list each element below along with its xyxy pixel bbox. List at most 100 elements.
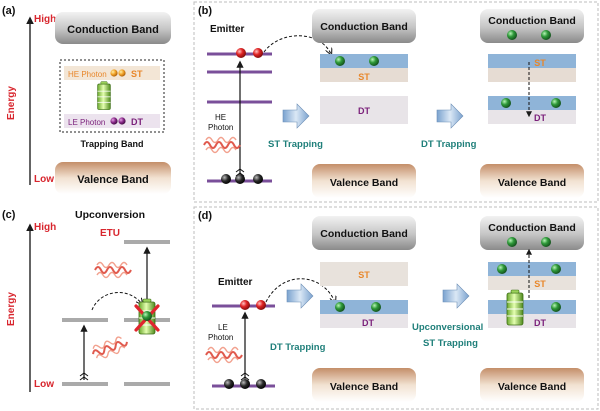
st-trap-b-mid [320, 54, 408, 68]
st-label-a: ST [131, 69, 143, 79]
st-band-d-mid [320, 262, 408, 286]
valence-label-b-right: Valence Band [498, 177, 566, 189]
panel-b: (b) Emitter HE Photon Conduction Band ST… [198, 5, 584, 198]
le-photon-line2-d: Photon [208, 333, 233, 342]
dt-trapping-label-b: DT Trapping [421, 139, 477, 150]
st-label-d-mid: ST [358, 270, 370, 280]
he-photon-line2-b: Photon [208, 123, 233, 132]
dt-electron-d1 [551, 302, 561, 312]
panel-d-frame [193, 206, 599, 410]
valence-band-d-right [480, 368, 584, 402]
ground-electron-d2 [240, 379, 250, 389]
conduction-label-b-right: Conduction Band [488, 15, 576, 27]
dt-trapping-arrow-icon-d [286, 283, 314, 309]
trapped-electron-d2 [371, 302, 381, 312]
dt-trap-d-mid [320, 300, 408, 314]
le-photon-line1-d: LE [218, 323, 228, 332]
ground-electron-d1 [224, 379, 234, 389]
axis-energy-a: Energy [6, 86, 17, 120]
panel-b-label: (b) [198, 5, 212, 17]
he-photon-line1-b: HE [215, 113, 226, 122]
panel-d-label: (d) [198, 210, 212, 222]
dt-band-b-mid [320, 96, 408, 124]
st-electron-d2 [551, 264, 561, 274]
photon-wave-icon-c-bottom [89, 333, 131, 363]
conduction-band-d-mid [312, 216, 416, 250]
etu-transfer-arrow [91, 292, 142, 311]
dt-electron-b1 [501, 98, 511, 108]
valence-band-b-mid [312, 164, 416, 198]
conduction-label-d-mid: Conduction Band [320, 228, 408, 240]
upconv-electron-c [142, 311, 152, 321]
st-dot-1 [110, 69, 118, 77]
valence-label-b-mid: Valence Band [330, 177, 398, 189]
panel-c: (c) High Low Energy Upconversion ETU [2, 209, 170, 392]
trapped-electron-b2 [369, 56, 379, 66]
upconversion-title: Upconversion [75, 209, 145, 221]
st-trap-b-right [488, 54, 576, 68]
dt-dot-1 [110, 117, 118, 125]
absorption-zigzag-c [79, 372, 89, 381]
excited-electron-b2 [253, 48, 263, 58]
ground-electron-b2 [235, 174, 245, 184]
dt-label-a: DT [131, 117, 143, 127]
trapping-band-box [59, 59, 165, 133]
st-trapping-label-b: ST Trapping [268, 139, 323, 150]
axis-low-c: Low [34, 379, 54, 390]
battery-icon-a [97, 81, 111, 111]
panel-b-frame [193, 1, 599, 203]
dt-dot-2 [118, 117, 126, 125]
excited-electron-d1 [240, 300, 250, 310]
ground-electron-b1 [221, 174, 231, 184]
conduction-band-b-mid [312, 9, 416, 43]
he-photon-label-a: HE Photon [68, 70, 107, 79]
dt-trapping-label-d: DT Trapping [270, 342, 326, 353]
valence-band-d-mid [312, 368, 416, 402]
excited-electron-b1 [236, 48, 246, 58]
conduction-label-a: Conduction Band [67, 24, 159, 36]
excitation-zigzag-b [235, 168, 245, 177]
trapped-electron-d1 [335, 302, 345, 312]
emitter-label-d: Emitter [218, 277, 253, 288]
ground-electron-d3 [256, 379, 266, 389]
valence-label-d-mid: Valence Band [330, 381, 398, 393]
valence-band-a [55, 162, 171, 194]
excitation-zigzag-d [240, 372, 250, 381]
upconv-label-line2: ST Trapping [423, 338, 478, 349]
dt-band-d-right [488, 314, 576, 328]
st-label-d-right: ST [534, 279, 546, 289]
axis-low-a: Low [34, 174, 54, 185]
valence-label-d-right: Valence Band [498, 381, 566, 393]
transfer-arrow-b [263, 35, 331, 54]
st-band-d-right [488, 276, 576, 290]
conduction-label-b-mid: Conduction Band [320, 21, 408, 33]
dt-band-d-mid [320, 314, 408, 328]
dt-electron-b2 [551, 98, 561, 108]
st-band-b-right [488, 68, 576, 82]
panel-a-label: (a) [2, 5, 16, 17]
panel-d: (d) Emitter LE Photon Conduction Band ST… [198, 210, 584, 402]
dt-label-d-mid: DT [362, 318, 374, 328]
axis-energy-c: Energy [6, 292, 17, 326]
dt-band-b-right [488, 110, 576, 124]
st-trapping-arrow-icon [282, 103, 310, 129]
le-photon-label-a: LE Photon [68, 118, 105, 127]
st-electron-d1 [497, 264, 507, 274]
excited-electron-d2 [256, 300, 266, 310]
conduction-electron-d2 [541, 237, 551, 247]
trapping-band-label: Trapping Band [81, 139, 144, 149]
axis-high-a: High [34, 14, 56, 25]
dt-label-b-right: DT [534, 113, 546, 123]
dt-trapping-arrow-icon [436, 103, 464, 129]
battery-icon-d [506, 289, 524, 326]
ground-electron-b3 [253, 174, 263, 184]
photon-wave-icon-d [205, 346, 243, 364]
dt-label-b-mid: DT [358, 106, 370, 116]
panel-c-label: (c) [2, 209, 16, 221]
axis-high-c: High [34, 222, 56, 233]
trapped-electron-b1 [335, 56, 345, 66]
conduction-electron-b1 [507, 30, 517, 40]
photon-wave-icon-c-top [94, 261, 132, 279]
